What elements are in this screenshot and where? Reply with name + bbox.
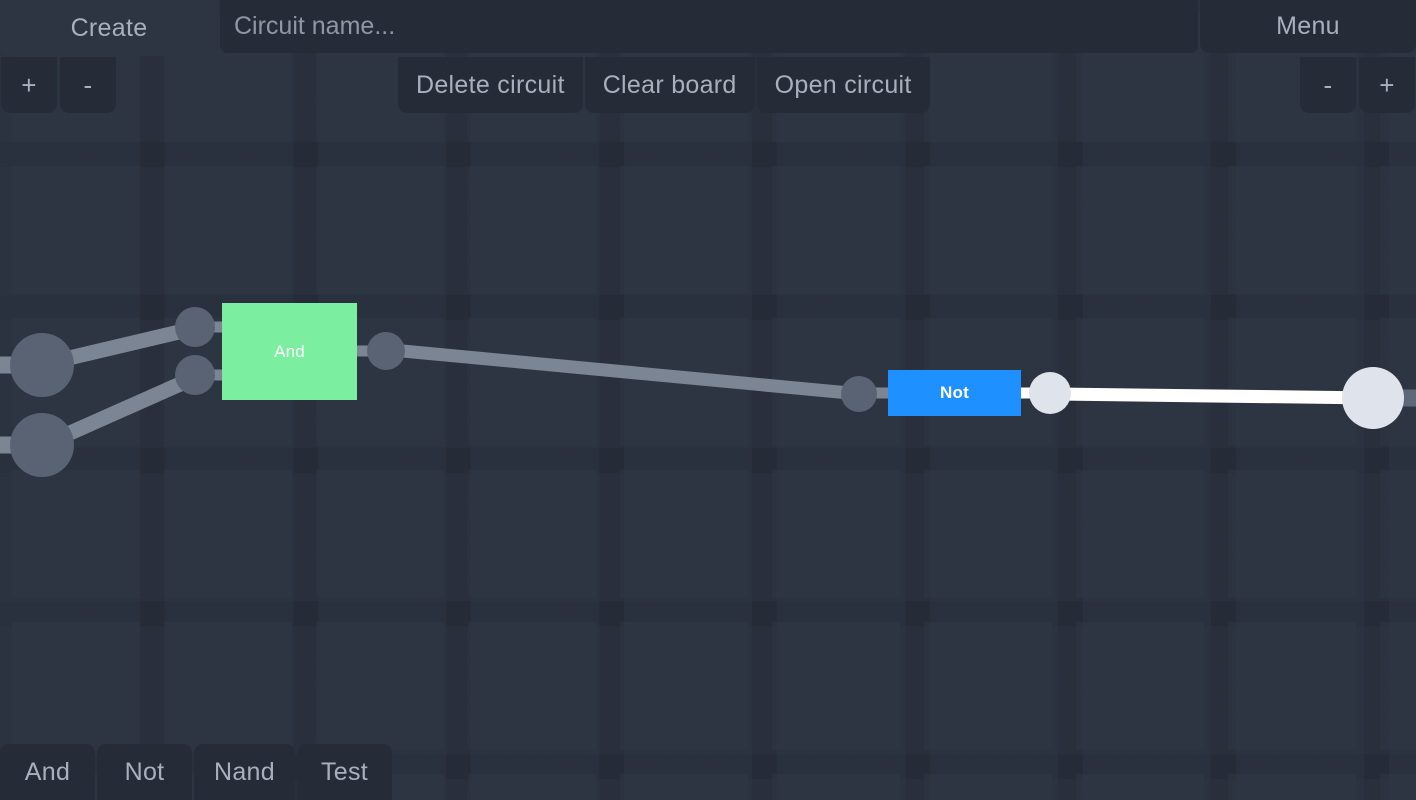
top-toolbar: Create Menu xyxy=(0,0,1416,56)
palette-item-and[interactable]: And xyxy=(0,744,95,800)
wire-notout-to-lamp[interactable] xyxy=(1055,387,1377,405)
circuit-name-field-wrap xyxy=(220,0,1198,53)
circuit-name-input[interactable] xyxy=(220,0,1198,53)
wire-ina-to-and1[interactable] xyxy=(50,320,198,370)
gate-and[interactable]: And xyxy=(222,303,357,400)
node-not-output[interactable] xyxy=(1029,372,1071,414)
node-and-input-1[interactable] xyxy=(175,307,215,347)
gate-not-label: Not xyxy=(940,383,969,402)
create-button[interactable]: Create xyxy=(0,0,218,56)
palette-item-nand[interactable]: Nand xyxy=(194,744,295,800)
palette-item-not[interactable]: Not xyxy=(97,744,192,800)
menu-button[interactable]: Menu xyxy=(1200,0,1416,53)
open-circuit-button[interactable]: Open circuit xyxy=(756,57,930,113)
gate-and-label: And xyxy=(274,341,305,361)
node-not-input[interactable] xyxy=(841,376,877,412)
secondary-toolbar: + - Delete circuit Clear board Open circ… xyxy=(0,57,1416,113)
palette-item-test[interactable]: Test xyxy=(296,744,392,800)
zoom-in-icon[interactable]: + xyxy=(1,57,57,113)
node-input-b[interactable] xyxy=(10,413,74,477)
node-and-output[interactable] xyxy=(367,332,405,370)
node-and-input-2[interactable] xyxy=(175,355,215,395)
node-input-a[interactable] xyxy=(10,333,74,397)
node-output-lamp[interactable] xyxy=(1342,367,1404,429)
wire-inb-to-and2[interactable] xyxy=(48,370,200,448)
gate-not[interactable]: Not xyxy=(888,370,1021,416)
delete-circuit-button[interactable]: Delete circuit xyxy=(398,57,583,113)
zoom-out-icon[interactable]: - xyxy=(60,57,116,113)
zoom-in-right-icon[interactable]: + xyxy=(1359,57,1415,113)
wire-andout-to-notin[interactable] xyxy=(391,343,861,401)
clear-board-button[interactable]: Clear board xyxy=(584,57,755,113)
board-actions-group: Delete circuit Clear board Open circuit xyxy=(398,57,930,113)
zoom-out-right-icon[interactable]: - xyxy=(1300,57,1356,113)
gate-palette-toolbar: And Not Nand Test xyxy=(0,744,392,800)
